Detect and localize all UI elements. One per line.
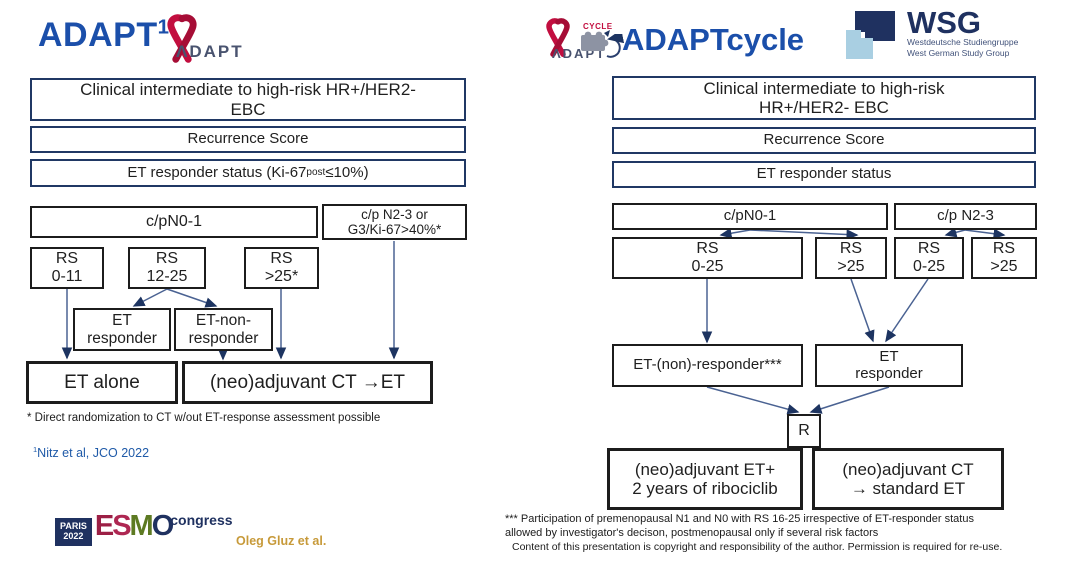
adaptcycle-wordmark-lambda: Λ xyxy=(552,46,563,61)
et-status-text: ET responder status (Ki-67 xyxy=(127,163,307,181)
box-rs-0-25-n01: RS 0-25 xyxy=(612,237,803,279)
box-rs-0-25-n23: RS 0-25 xyxy=(894,237,964,279)
box-rs-gt25-n23: RS >25 xyxy=(971,237,1037,279)
box-n01-left: c/pN0-1 xyxy=(30,206,318,238)
esmo-paris-text: PARIS xyxy=(60,521,87,531)
box-rs-0-11: RS 0-11 xyxy=(30,247,104,289)
box-n23-right: c/p N2-3 xyxy=(894,203,1037,230)
box-clinical-left: Clinical intermediate to high-risk HR+/H… xyxy=(30,78,466,121)
box-neoadjuvant-ct-right: (neo)adjuvant CT → standard ET xyxy=(812,448,1004,510)
reference-citation: 1Nitz et al, JCO 2022 xyxy=(33,445,149,460)
et-status-text-end: ≤10%) xyxy=(325,163,369,181)
cycle-label: CYCLE xyxy=(583,22,613,31)
reference-superscript: 1 xyxy=(33,445,38,454)
esmo-letter-m: M xyxy=(129,510,154,542)
wsg-acronym: WSG xyxy=(907,5,982,40)
wsg-subtitle-german: Westdeutsche Studiengruppe xyxy=(907,37,1019,48)
wsg-logo: WSG Westdeutsche Studiengruppe West Germ… xyxy=(843,5,1019,62)
esmo-congress-logo: PARIS 2022 ESMO congress xyxy=(55,512,233,546)
box-et-status-right: ET responder status xyxy=(612,161,1036,188)
cycle-arrow-icon xyxy=(606,34,625,58)
box-et-non-responder-left: ET-non- responder xyxy=(174,308,273,351)
footnote-right-line1: *** Participation of premenopausal N1 an… xyxy=(505,513,974,525)
box-rs-gt25-n01: RS >25 xyxy=(815,237,887,279)
adapt-wordmark-lambda: Λ xyxy=(176,42,190,61)
box-clinical-right: Clinical intermediate to high-risk HR+/H… xyxy=(612,76,1036,120)
box-recurrence-right: Recurrence Score xyxy=(612,127,1036,154)
adapt-title-superscript: 1 xyxy=(157,16,170,39)
adapt-wordmark-text: DAPT xyxy=(189,42,244,61)
footnote-right-line2: allowed by investigator's decison, postm… xyxy=(505,527,879,539)
box-n01-right: c/pN0-1 xyxy=(612,203,888,230)
copyright-notice: Content of this presentation is copyrigh… xyxy=(512,541,1003,553)
esmo-congress-text: congress xyxy=(170,512,233,528)
box-rs-12-25: RS 12-25 xyxy=(128,247,206,289)
footnote-left: * Direct randomization to CT w/out ET-re… xyxy=(27,412,381,424)
box-recurrence-left: Recurrence Score xyxy=(30,126,466,153)
box-neoadjuvant-ct-left: (neo)adjuvant CT →ET xyxy=(182,361,433,404)
adapt-title: ADAPT1 xyxy=(38,16,169,55)
box-et-alone: ET alone xyxy=(26,361,178,404)
box-et-responder-right: ET responder xyxy=(815,344,963,387)
esmo-letter-s: S xyxy=(112,510,131,542)
wsg-text-block: WSG Westdeutsche Studiengruppe West Germ… xyxy=(907,5,1019,62)
awareness-ribbon-icon xyxy=(167,14,197,63)
author-credit: Oleg Gluz et al. xyxy=(236,534,327,548)
box-rs-gt25-left: RS >25* xyxy=(244,247,319,289)
box-n23-left: c/p N2-3 or G3/Ki-67>40%* xyxy=(322,204,467,240)
box-et-non-responder-right: ET-(non)-responder*** xyxy=(612,344,803,387)
esmo-paris-badge: PARIS 2022 xyxy=(55,518,92,546)
adapt-wordmark: ΛDAPT xyxy=(176,42,244,62)
reference-text: Nitz et al, JCO 2022 xyxy=(37,446,150,461)
adapt-title-text: ADAPT xyxy=(38,16,158,54)
esmo-year-text: 2022 xyxy=(63,530,84,541)
esmo-letter-e: E xyxy=(94,510,114,542)
esmo-letters: ESMO xyxy=(94,510,175,542)
wsg-subtitle-english: West German Study Group xyxy=(907,48,1010,59)
et-status-subscript: post xyxy=(306,167,326,179)
box-randomization: R xyxy=(787,414,821,448)
awareness-ribbon-icon-small xyxy=(546,18,570,57)
esmo-letter-o: O xyxy=(151,510,175,542)
wsg-mark-icon xyxy=(846,11,895,59)
box-neoadjuvant-et-ribociclib: (neo)adjuvant ET+ 2 years of ribociclib xyxy=(607,448,803,510)
adaptcycle-title: ADAPTcycle xyxy=(622,22,805,57)
box-et-responder-left: ET responder xyxy=(73,308,171,351)
